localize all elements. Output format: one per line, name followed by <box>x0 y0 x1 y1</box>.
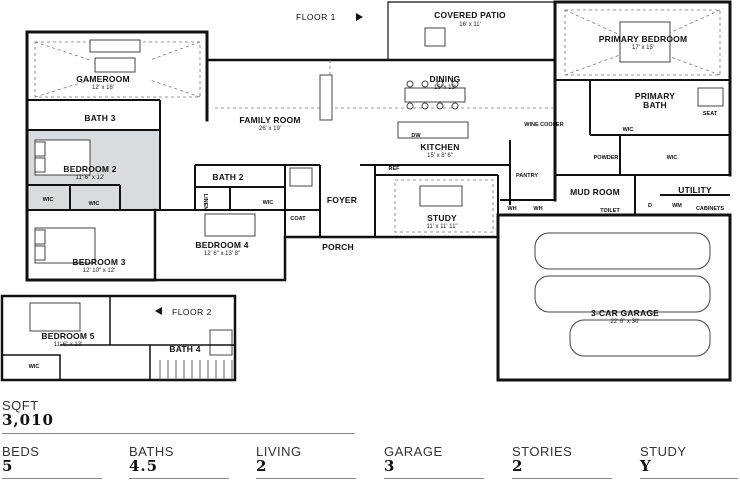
family-room-label: FAMILY ROOM <box>239 115 300 125</box>
garage-stat-value: 3 <box>384 457 396 475</box>
stats-rule-1 <box>2 478 102 479</box>
family-room-dims: 26' x 19' <box>259 126 281 132</box>
bedroom4-label: BEDROOM 4 <box>195 240 248 250</box>
gameroom-label: GAMEROOM <box>76 74 130 84</box>
primary-bath-label-2: BATH <box>643 100 667 110</box>
sqft-rule <box>2 433 355 434</box>
study-stat-label: STUDY <box>640 444 687 459</box>
stats-rule-6 <box>640 478 738 479</box>
sqft-label: SQFT <box>2 398 39 413</box>
floor2-arrow-icon <box>155 307 162 315</box>
beds-label: BEDS <box>2 444 40 459</box>
dining-dims: 15' x 13' <box>434 85 456 91</box>
living-value: 2 <box>256 457 268 475</box>
d-label: D <box>648 203 652 209</box>
living-label: LIVING <box>256 444 302 459</box>
wic-label-6: WIC <box>29 364 40 370</box>
covered-patio-label: COVERED PATIO <box>434 10 506 20</box>
dining-label: DINING <box>430 74 461 84</box>
floor1-label: FLOOR 1 <box>296 12 336 22</box>
ref-label: REF <box>389 166 401 172</box>
wic-label-1: WIC <box>43 197 54 203</box>
sqft-value: 3,010 <box>2 411 54 429</box>
wic-label-4: WIC <box>623 127 634 133</box>
mud-room-label: MUD ROOM <box>570 187 620 197</box>
bath2-label: BATH 2 <box>212 172 243 182</box>
gameroom-dims: 12' x 16' <box>92 85 114 91</box>
wic-label-3: WIC <box>263 200 274 206</box>
bath3-label: BATH 3 <box>84 113 115 123</box>
wm-label: WM <box>672 203 682 209</box>
bedroom5-label: BEDROOM 5 <box>41 331 94 341</box>
wic-label-2: WIC <box>89 201 100 207</box>
baths-label: BATHS <box>129 444 174 459</box>
dw-label: DW <box>411 133 421 139</box>
seat-label: SEAT <box>703 111 718 117</box>
study-label: STUDY <box>427 213 457 223</box>
floor-plan: FLOOR 1 FLOOR 2 COVERED PATIO 16' x 11' … <box>0 0 732 382</box>
stories-label: STORIES <box>512 444 573 459</box>
bedroom2-dims: 11' 6" x 12' <box>76 175 105 181</box>
pantry-label: PANTRY <box>516 173 538 179</box>
coat-label: COAT <box>290 216 306 222</box>
kitchen-label: KITCHEN <box>420 142 459 152</box>
foyer-label: FOYER <box>327 195 357 205</box>
floor1-arrow-icon <box>356 13 363 21</box>
wh-label-1: WH <box>507 206 516 212</box>
bath4-label: BATH 4 <box>169 344 200 354</box>
wine-cooler-label: WINE COOLER <box>524 122 563 128</box>
utility-label: UTILITY <box>678 185 712 195</box>
bedroom2-label: BEDROOM 2 <box>63 164 116 174</box>
garage-stat-label: GARAGE <box>384 444 443 459</box>
garage-dims: 22' 6" x 30' <box>610 319 639 325</box>
stories-value: 2 <box>512 457 524 475</box>
covered-patio-dims: 16' x 11' <box>459 22 481 28</box>
linen-label: LINEN <box>202 194 208 211</box>
primary-bedroom-label: PRIMARY BEDROOM <box>599 34 687 44</box>
toilet-label: TOILET <box>600 208 620 214</box>
kitchen-dims: 15' x 8' 6" <box>427 153 453 159</box>
stats-rule-5 <box>512 478 612 479</box>
stats-rule-3 <box>256 478 356 479</box>
baths-value: 4.5 <box>129 457 159 475</box>
bedroom3-label: BEDROOM 3 <box>72 257 125 267</box>
cabinets-label: CABINETS <box>696 206 724 212</box>
bedroom5-dims: 11' 6" x 13' <box>54 342 83 348</box>
bedroom3-dims: 12' 10" x 12' <box>83 268 115 274</box>
floor2-label: FLOOR 2 <box>172 307 212 317</box>
stats-rule-4 <box>384 478 484 479</box>
primary-bath-label: PRIMARY <box>635 91 675 101</box>
study-dims: 11' x 11' 11" <box>426 224 457 230</box>
wh-label-2: WH <box>533 206 542 212</box>
stats-rule-2 <box>129 478 229 479</box>
study-stat-value: Y <box>640 457 652 475</box>
wic-label-5: WIC <box>667 155 678 161</box>
primary-bedroom-dims: 17' x 15' <box>632 45 654 51</box>
beds-value: 5 <box>2 457 14 475</box>
garage-label: 3-CAR GARAGE <box>591 308 659 318</box>
bedroom4-dims: 12' 6" x 13' 8" <box>204 251 240 257</box>
porch-label: PORCH <box>322 242 354 252</box>
powder-label: POWDER <box>594 155 619 161</box>
